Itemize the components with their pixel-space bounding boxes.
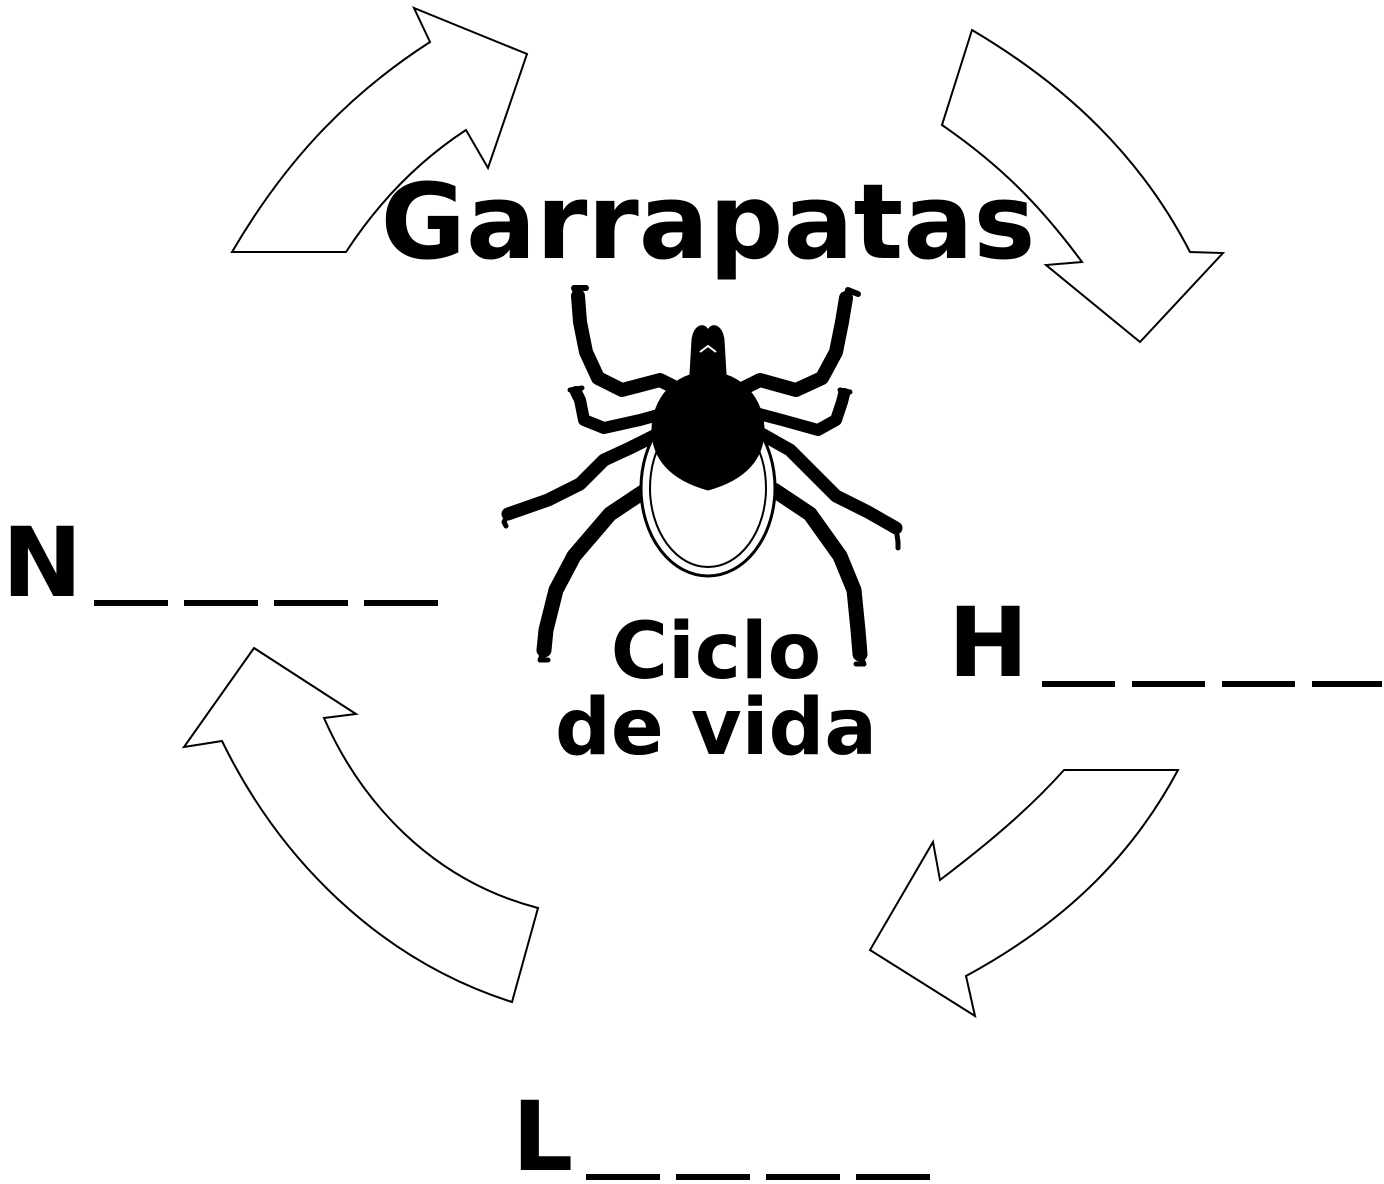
stage-n-letter: N [2,507,82,619]
subtitle-line-1: Ciclo [611,607,822,697]
arrow-top-left-icon [230,6,529,253]
arrow-top-right-icon [940,28,1226,344]
subtitle-line-2: de vida [555,683,877,773]
stage-l-letter: L [512,1081,573,1184]
stage-l: L [512,1081,930,1184]
cycle-arrows [181,6,1226,1019]
arrow-bottom-right-icon [868,769,1180,1019]
stage-n: N [2,507,438,619]
stage-h: H [948,587,1382,699]
tick-icon [501,285,903,667]
arrow-bottom-left-icon [181,646,540,1004]
diagram-title: Garrapatas [381,161,1036,283]
stage-h-letter: H [948,587,1028,699]
